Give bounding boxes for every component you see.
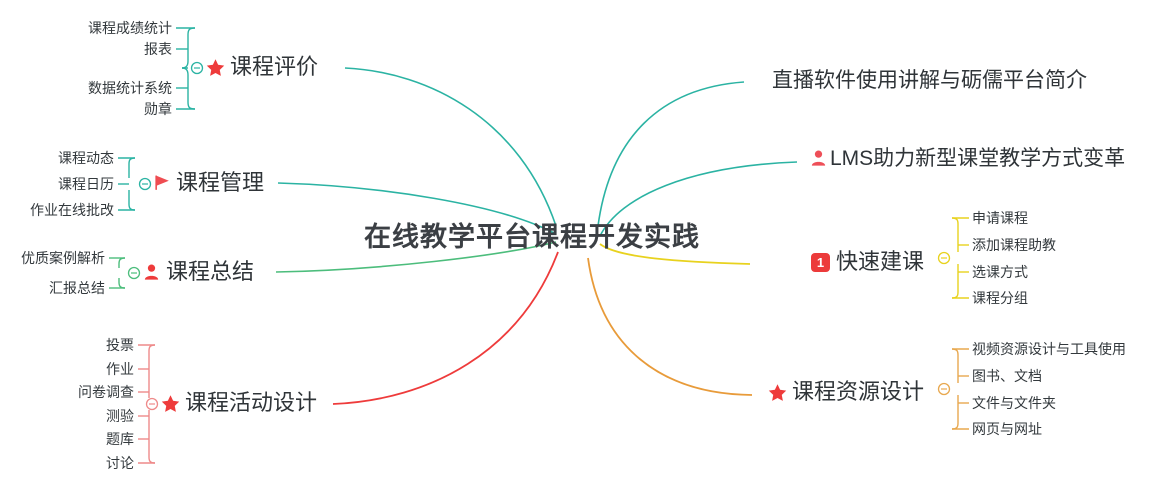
leaf-item[interactable]: 数据统计系统 <box>88 80 172 96</box>
leaf-item[interactable]: 勋章 <box>144 101 172 117</box>
toggle-course-management[interactable] <box>138 177 152 191</box>
toggle-quick-course-build[interactable] <box>937 251 951 265</box>
number-badge-icon: 1 <box>811 252 830 272</box>
branch-label: 直播软件使用讲解与砺儒平台简介 <box>772 69 1087 92</box>
branch-label: 课程评价 <box>230 54 319 79</box>
bracket-course-resource-design <box>951 348 969 430</box>
leaf-item[interactable]: 投票 <box>106 337 134 353</box>
leaf-item[interactable]: 课程成绩统计 <box>88 20 172 36</box>
toggle-course-activity-design[interactable] <box>145 397 159 411</box>
leaf-item[interactable]: 课程动态 <box>58 150 114 166</box>
leaf-item[interactable]: 文件与文件夹 <box>972 395 1056 411</box>
leaf-item[interactable]: 作业在线批改 <box>30 202 114 218</box>
root-node[interactable]: 在线教学平台课程开发实践 <box>364 222 700 252</box>
star-icon <box>161 394 180 413</box>
branch-label: 课程资源设计 <box>792 379 925 404</box>
leaf-item[interactable]: 题库 <box>106 431 134 447</box>
branch-course-management[interactable]: 课程管理 <box>154 172 264 194</box>
leaf-item[interactable]: 汇报总结 <box>49 280 105 296</box>
leaf-item[interactable]: 课程日历 <box>58 176 114 192</box>
flag-icon <box>154 174 171 193</box>
bracket-course-activity-design <box>138 344 156 464</box>
leaf-item[interactable]: 问卷调查 <box>78 384 134 400</box>
bracket-course-management <box>118 157 136 211</box>
branch-quick-course-build[interactable]: 1 快速建课 <box>811 251 924 273</box>
branch-course-resource-design[interactable]: 课程资源设计 <box>768 381 924 403</box>
star-icon <box>206 58 225 77</box>
leaf-item[interactable]: 讨论 <box>106 455 134 471</box>
bracket-course-summary <box>109 257 126 289</box>
branch-label: LMS助力新型课堂教学方式变革 <box>830 147 1126 170</box>
branch-label: 课程总结 <box>166 259 255 284</box>
branch-label: 课程管理 <box>176 170 265 195</box>
leaf-item[interactable]: 课程分组 <box>972 290 1028 306</box>
bracket-course-evaluation <box>176 27 196 110</box>
star-icon <box>768 383 787 402</box>
edge-live-software-intro <box>597 81 745 227</box>
toggle-course-summary[interactable] <box>127 266 141 280</box>
branch-course-summary[interactable]: 课程总结 <box>143 261 254 283</box>
leaf-item[interactable]: 选课方式 <box>972 264 1028 280</box>
leaf-item[interactable]: 添加课程助教 <box>972 237 1056 253</box>
toggle-course-resource-design[interactable] <box>937 382 951 396</box>
branch-lms-reform[interactable]: LMS助力新型课堂教学方式变革 <box>810 148 1125 169</box>
leaf-item[interactable]: 测验 <box>106 408 134 424</box>
person-icon <box>143 263 160 282</box>
edge-course-evaluation <box>344 67 557 227</box>
leaf-item[interactable]: 视频资源设计与工具使用 <box>972 341 1126 357</box>
leaf-item[interactable]: 图书、文档 <box>972 368 1042 384</box>
branch-course-activity-design[interactable]: 课程活动设计 <box>161 392 317 414</box>
toggle-course-evaluation[interactable] <box>190 61 204 75</box>
bracket-quick-course-build <box>951 217 969 299</box>
person-icon <box>810 149 827 168</box>
leaf-item[interactable]: 优质案例解析 <box>21 250 105 266</box>
branch-label: 课程活动设计 <box>185 390 318 415</box>
branch-course-evaluation[interactable]: 课程评价 <box>206 56 318 78</box>
leaf-item[interactable]: 作业 <box>106 361 134 377</box>
leaf-item[interactable]: 申请课程 <box>972 210 1028 226</box>
branch-label: 快速建课 <box>836 249 925 274</box>
edge-course-activity-design <box>332 251 559 405</box>
branch-live-software-intro[interactable]: 直播软件使用讲解与砺儒平台简介 <box>772 70 1087 91</box>
leaf-item[interactable]: 报表 <box>144 41 172 57</box>
leaf-item[interactable]: 网页与网址 <box>972 421 1042 437</box>
edge-course-resource-design <box>587 257 753 396</box>
